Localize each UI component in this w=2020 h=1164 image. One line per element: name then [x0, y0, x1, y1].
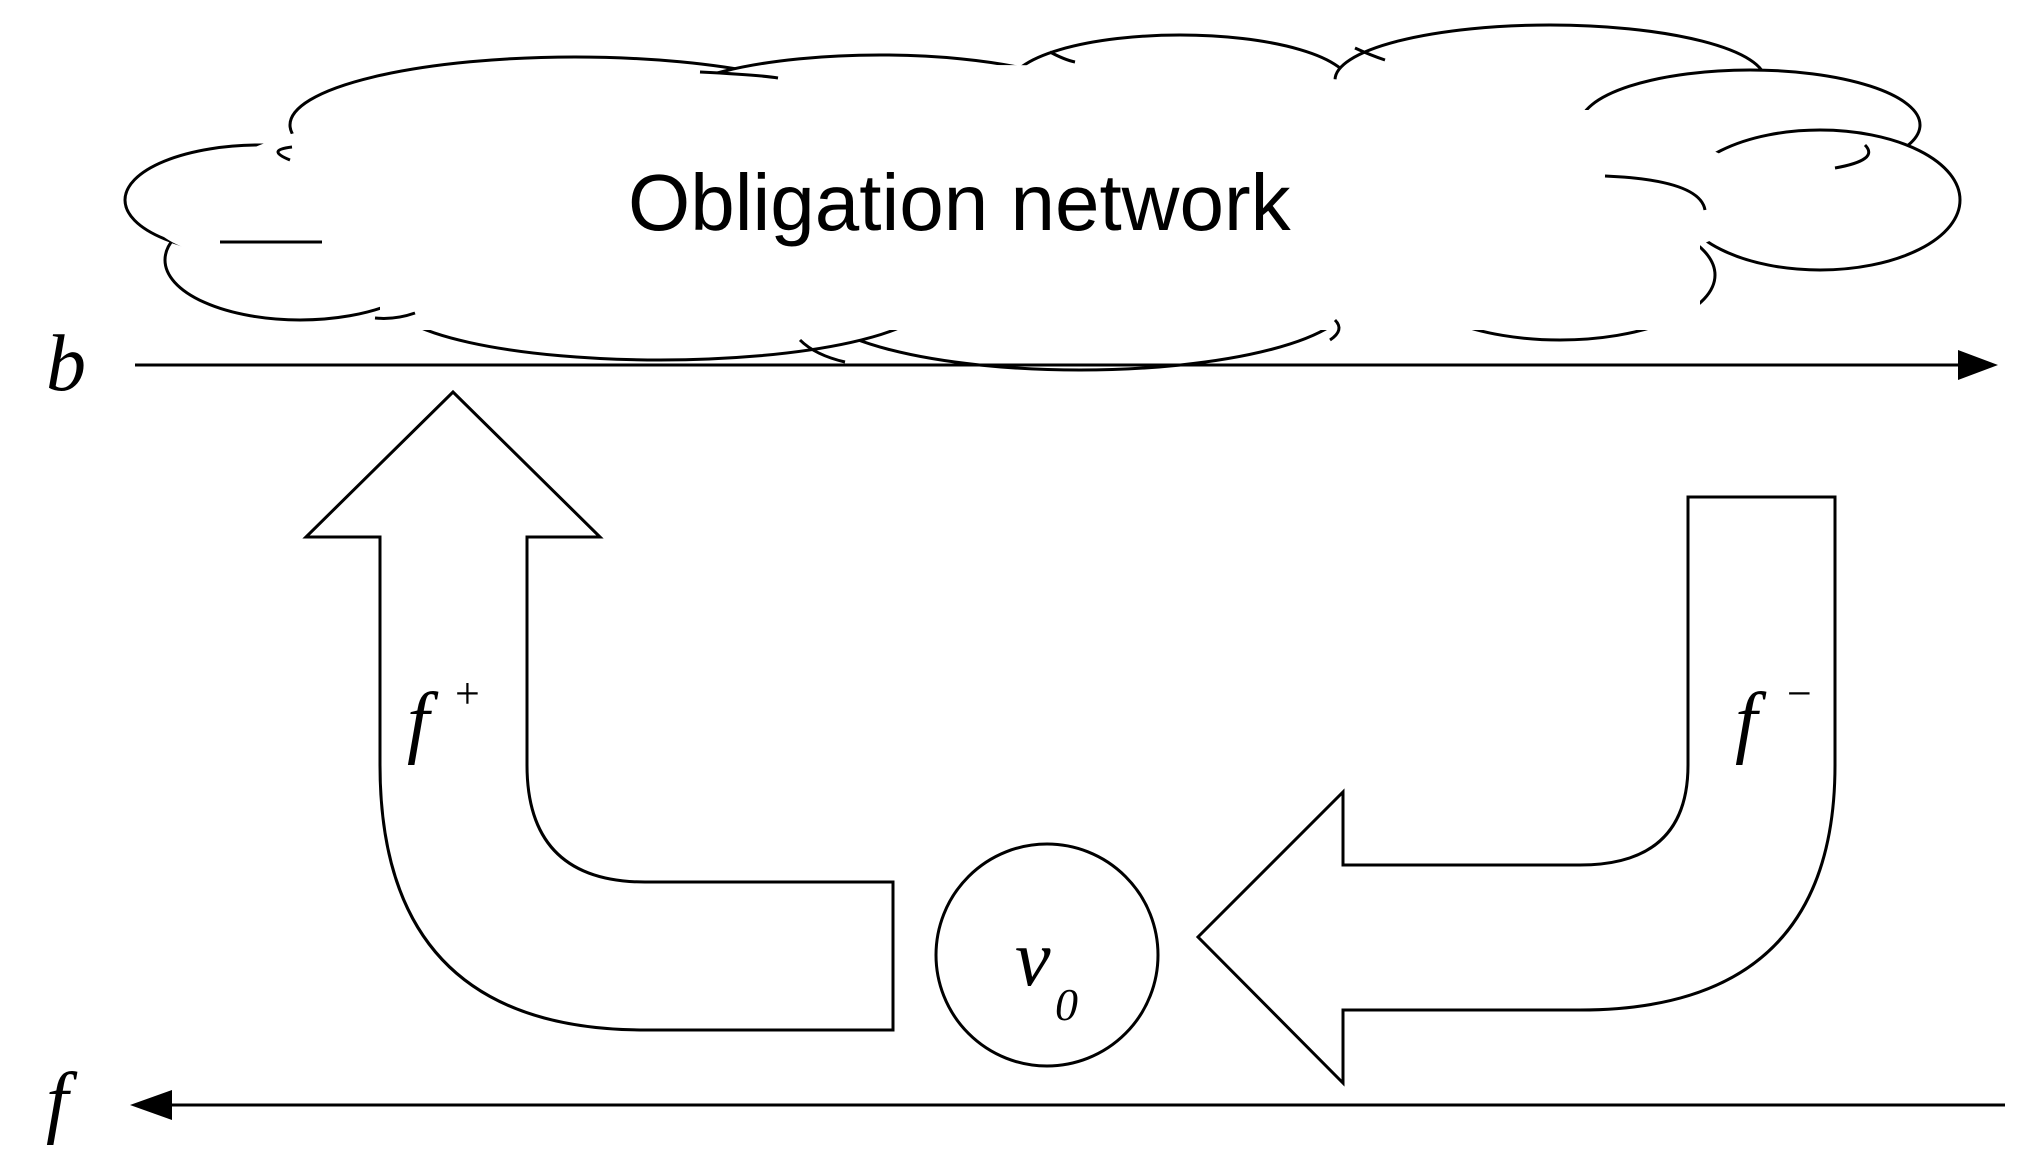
f-axis-label: f [46, 1058, 78, 1146]
f-axis-arrowhead [130, 1090, 172, 1120]
f-minus-superscript: − [1787, 669, 1812, 718]
v0-subscript: 0 [1055, 979, 1078, 1030]
f-minus-arrow: f − [1195, 495, 1837, 1087]
v0-node: v 0 [934, 842, 1160, 1068]
f-axis: f [46, 1058, 2005, 1146]
b-axis-arrowhead [1958, 350, 1998, 380]
f-plus-arrow: f + [302, 389, 895, 1032]
v0-label: v [1015, 915, 1051, 1003]
obligation-network-cloud: Obligation network [123, 23, 1962, 372]
f-plus-superscript: + [455, 669, 480, 718]
b-axis-label: b [46, 320, 86, 408]
b-axis: b [46, 320, 1998, 408]
cloud-label: Obligation network [628, 158, 1292, 247]
